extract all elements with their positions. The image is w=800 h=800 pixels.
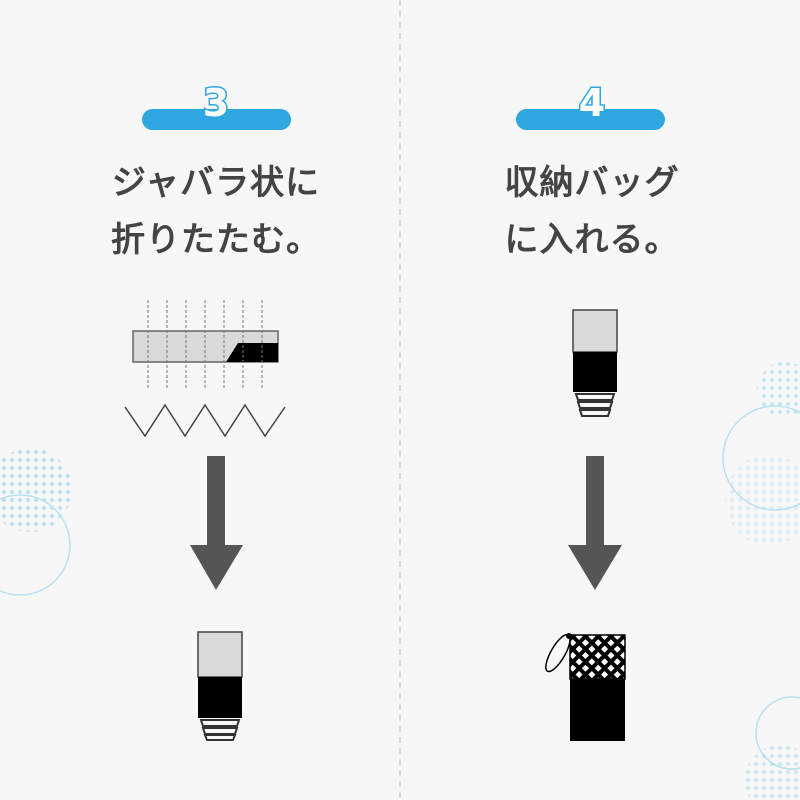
step-3-number: 3	[203, 81, 229, 125]
storage-bag	[545, 633, 626, 741]
step-4-instruction: 収納バッグ に入れる。	[392, 155, 792, 269]
step-4-line-2: に入れる。	[504, 220, 680, 260]
umbrella-flat	[132, 300, 279, 390]
umbrella-folded	[572, 309, 618, 417]
arrow-down-icon	[568, 456, 622, 590]
decor-right	[722, 362, 800, 800]
step-3-line-2: 折りたたむ。	[111, 220, 321, 260]
arrow-down-icon	[190, 456, 243, 590]
zigzag-fold	[124, 403, 286, 438]
step-4-line-1: 収納バッグ	[504, 163, 680, 203]
step-4-bar	[516, 109, 665, 130]
umbrella-folded	[197, 631, 243, 741]
step-3-line-1: ジャバラ状に	[111, 163, 321, 203]
step-3-instruction: ジャバラ状に 折りたたむ。	[16, 155, 416, 269]
decor-left	[0, 448, 72, 596]
step-4-number: 4	[579, 81, 605, 125]
step-3-bar	[142, 109, 291, 130]
